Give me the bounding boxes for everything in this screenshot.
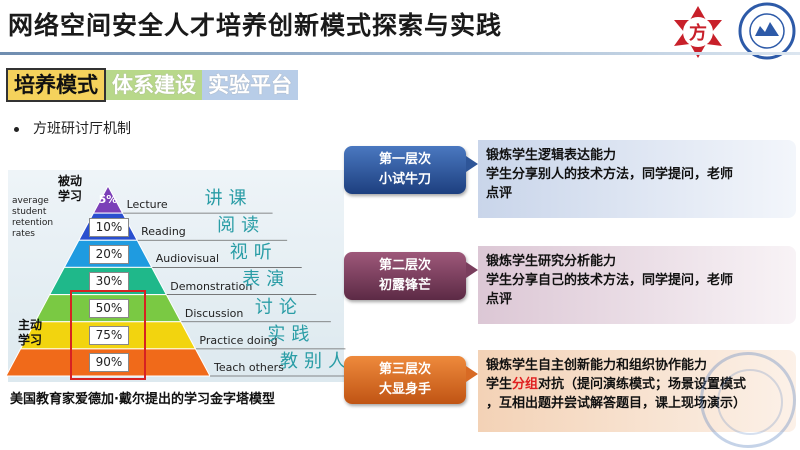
level-3-line-suffix: 对抗（提问演练模式；场景设置模式 (538, 377, 747, 392)
watermark-inner-ring (717, 369, 783, 435)
learning-method-en: Practice doing (199, 333, 278, 347)
pyramid-caption: 美国教育家爱德加·戴尔提出的学习金字塔模型 (10, 392, 275, 407)
level-1-title: 第一层次 (378, 152, 431, 167)
level-1-line: 学生分享别人的技术方法，同学提问，老师 (486, 167, 734, 182)
level-2-box: 第二层次 初露锋芒 (344, 252, 466, 300)
level-2-line: 学生分享自己的技术方法，同学提问，老师 (486, 273, 734, 288)
level-1-box: 第一层次 小试牛刀 (344, 146, 466, 194)
learning-method-cn: 讲课 (204, 188, 253, 209)
level-3-line: 学生分组对抗（提问演练模式；场景设置模式 (486, 375, 788, 394)
level-3-line: 锻炼学生自主创新能力和组织协作能力 (486, 358, 708, 373)
title-divider (0, 52, 800, 55)
page-title: 网络空间安全人才培养创新模式探索与实践 (8, 11, 503, 40)
level-3-arrow-icon (466, 366, 478, 382)
retention-rates-label: average student retention rates (12, 196, 54, 239)
level-2-line: 锻炼学生研究分析能力 (486, 254, 617, 269)
retention-percent: 75% (89, 326, 129, 346)
level-2-title: 第二层次 (378, 258, 431, 273)
learning-method-en: Discussion (184, 306, 244, 320)
level-2-line: 点评 (486, 292, 513, 307)
retention-percent: 20% (89, 244, 129, 264)
active-learning-highlight-box (70, 290, 146, 380)
svg-text:方: 方 (689, 22, 707, 44)
level-2-description: 锻炼学生研究分析能力 学生分享自己的技术方法，同学提问，老师 点评 (478, 246, 796, 324)
learning-method-en: Reading (141, 225, 186, 239)
watermark-seal-icon (700, 352, 796, 448)
fangban-logo-icon: 方 (674, 6, 722, 58)
level-1-description: 锻炼学生逻辑表达能力 学生分享别人的技术方法，同学提问，老师 点评 (478, 140, 796, 218)
retention-percent: 90% (89, 353, 129, 373)
level-1-line: 点评 (486, 186, 513, 201)
learning-method-cn: 表演 (242, 269, 291, 291)
level-3-subtitle: 大显身手 (378, 382, 431, 397)
learning-method-en: Demonstration (170, 279, 253, 293)
retention-percent: 10% (89, 217, 129, 237)
level-3-line: ，互相出题并尝试解答题目，课上现场演示） (486, 396, 747, 411)
active-learning-label: 主动 学习 (18, 318, 43, 347)
group-highlight: 分组 (512, 377, 539, 392)
level-3-box: 第三层次 大显身手 (344, 356, 466, 404)
level-3-title: 第三层次 (378, 362, 431, 377)
level-1-line: 锻炼学生逻辑表达能力 (486, 148, 617, 163)
retention-percent: 30% (89, 272, 129, 291)
learning-method-cn: 教别人 (280, 350, 352, 372)
tab-system-construction[interactable]: 体系建设 (106, 68, 202, 100)
tab-bar: 培养模式 体系建设 实验平台 (6, 68, 298, 102)
learning-method-en: Audiovisual (155, 252, 220, 266)
passive-learning-label: 被动 学习 (58, 174, 83, 203)
level-3-line-prefix: 学生 (486, 377, 513, 392)
bullet-dot-icon (14, 126, 19, 132)
bullet-item: 方班研讨厅机制 (14, 118, 131, 138)
learning-method-cn: 视听 (229, 242, 278, 264)
university-seal-icon (738, 2, 796, 60)
learning-method-en: Teach others (214, 361, 284, 374)
level-1-arrow-icon (466, 156, 478, 172)
learning-method-cn: 阅读 (217, 215, 266, 237)
learning-method-cn: 实践 (267, 323, 316, 345)
learning-method-en: Lecture (126, 198, 168, 212)
tab-training-mode[interactable]: 培养模式 (6, 68, 106, 102)
level-2-subtitle: 初露锋芒 (378, 278, 431, 293)
learning-method-cn: 讨论 (254, 296, 303, 318)
tab-experiment-platform[interactable]: 实验平台 (202, 68, 298, 100)
level-2-arrow-icon (466, 262, 478, 278)
level-1-subtitle: 小试牛刀 (378, 172, 431, 187)
retention-percent: 5% (98, 192, 118, 206)
retention-percent: 50% (89, 299, 129, 319)
bullet-text: 方班研讨厅机制 (33, 121, 131, 137)
